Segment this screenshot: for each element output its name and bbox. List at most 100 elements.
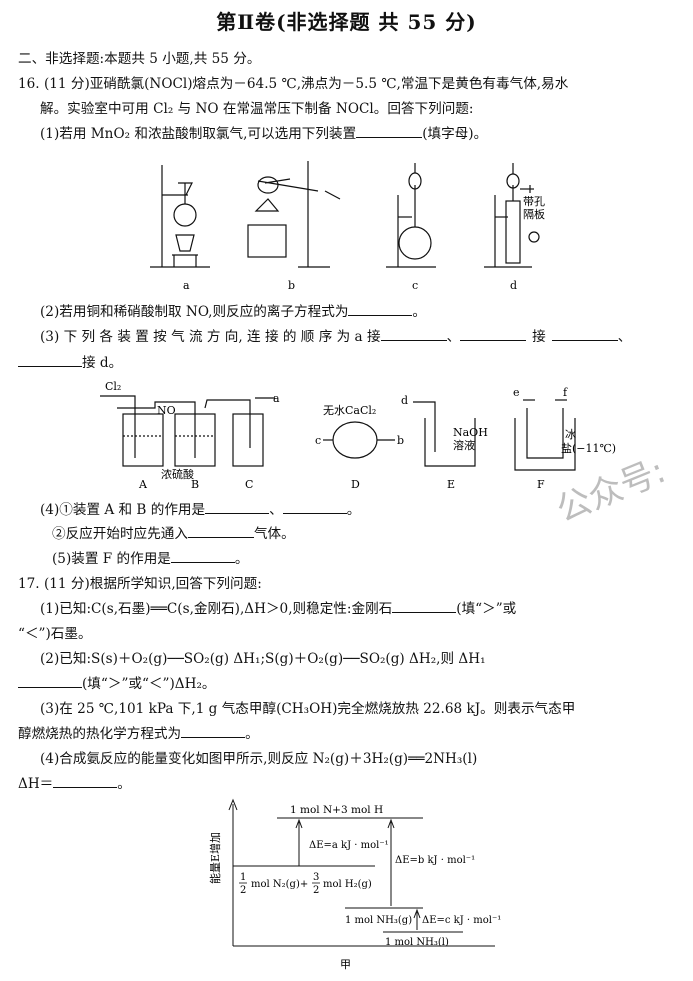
q16-part4-sep: 、 xyxy=(269,502,283,518)
q16-part3-sep2: 接 xyxy=(532,329,546,345)
label-d2: d xyxy=(401,394,408,407)
label-naoh: NaOH xyxy=(453,426,488,439)
q16-part3-end: 接 d。 xyxy=(82,355,123,371)
q16-part3-text: (3) 下 列 各 装 置 按 气 流 方 向, 连 接 的 顺 序 为 a 接 xyxy=(40,329,381,345)
q17-part1-text: (1)已知:C(s,石墨)══C(s,金刚石),ΔH＞0,则稳定性:金刚石 xyxy=(40,601,393,617)
q16-part1-text: (1)若用 MnO₂ 和浓盐酸制取氯气,可以选用下列装置 xyxy=(40,126,357,142)
answer-blank[interactable] xyxy=(356,137,423,138)
label-E: E xyxy=(447,478,455,490)
q16-part2-end: 。 xyxy=(412,304,427,320)
label-b: b xyxy=(288,279,295,292)
label-d: d xyxy=(510,279,517,292)
frac-half-num: 1 xyxy=(240,872,246,883)
q16-part5: (5)装置 F 的作用是 。 xyxy=(52,550,249,568)
label-ice: 冰 xyxy=(565,428,576,441)
answer-blank[interactable] xyxy=(282,513,347,514)
q16-line2: 解。实验室中可用 Cl₂ 与 NO 在常温常压下制备 NOCl。回答下列问题: xyxy=(40,101,474,117)
q17-part1-end: (填“＞”或 xyxy=(456,601,517,617)
energy-diagram: 能量E增加 1 mol N+3 mol H ΔE=a kJ · mol⁻¹ ΔE… xyxy=(208,798,501,971)
q16-part5-end: 。 xyxy=(234,551,249,567)
q17-part3-text: 醇燃烧热的热化学方程式为 xyxy=(18,726,182,742)
q17-part4-cont: ΔH＝ 。 xyxy=(18,775,131,793)
q17-line1: 17. (11 分)根据所学知识,回答下列问题: xyxy=(18,576,262,592)
label-c: c xyxy=(412,279,418,292)
diagram-ylabel: 能量E增加 xyxy=(208,832,222,884)
delta-a: ΔE=a kJ · mol⁻¹ xyxy=(309,840,389,851)
q17-part4-end: 。 xyxy=(117,776,131,792)
label-a: a xyxy=(183,279,190,292)
label-out-a: a xyxy=(273,392,280,405)
level-mid: mol N₂(g)+ xyxy=(251,879,308,890)
q16-part4b-text: ②反应开始时应先通入 xyxy=(52,526,188,542)
label-salt: 盐(−11℃) xyxy=(561,442,616,455)
answer-blank[interactable] xyxy=(181,737,246,738)
label-acid: 浓硫酸 xyxy=(161,467,194,481)
delta-c: ΔE=c kJ · mol⁻¹ xyxy=(422,915,501,926)
answer-blank[interactable] xyxy=(392,612,457,613)
label-plate: 隔板 xyxy=(523,207,545,221)
level-top: 1 mol N+3 mol H xyxy=(290,804,383,816)
q16-part3: (3) 下 列 各 装 置 按 气 流 方 向, 连 接 的 顺 序 为 a 接… xyxy=(40,328,631,346)
label-c2: c xyxy=(315,434,321,447)
answer-blank[interactable] xyxy=(205,513,270,514)
q16-part4b-end: 气体。 xyxy=(253,526,295,542)
q17-part3: (3)在 25 ℃,101 kPa 下,1 g 气态甲醇(CH₃OH)完全燃烧放… xyxy=(40,701,576,717)
answer-blank[interactable] xyxy=(18,366,82,367)
q17-part4-text: ΔH＝ xyxy=(18,776,54,792)
label-F: F xyxy=(537,478,545,490)
answer-blank[interactable] xyxy=(18,687,82,688)
q16-part3-cont: 接 d。 xyxy=(18,354,122,372)
frac-three-den: 2 xyxy=(313,885,319,896)
q17-part1: (1)已知:C(s,石墨)══C(s,金刚石),ΔH＞0,则稳定性:金刚石 (填“… xyxy=(40,600,516,618)
q17-part3-cont: 醇燃烧热的热化学方程式为 。 xyxy=(18,725,259,743)
label-B: B xyxy=(191,478,199,490)
q16-part2: (2)若用铜和稀硝酸制取 NO,则反应的离子方程式为 。 xyxy=(40,303,426,321)
q16-part4: (4)①装置 A 和 B 的作用是 、 。 xyxy=(40,501,360,519)
section-heading: 二、非选择题:本题共 5 小题,共 55 分。 xyxy=(18,51,261,67)
q17-part2-cont: (填“＞”或“＜”)ΔH₂。 xyxy=(18,675,216,693)
answer-blank[interactable] xyxy=(460,340,527,341)
level-nh3g: 1 mol NH₃(g) xyxy=(345,915,412,926)
q16-part4b: ②反应开始时应先通入 气体。 xyxy=(52,525,295,543)
q17-part2-end: (填“＞”或“＜”)ΔH₂。 xyxy=(82,676,216,692)
q16-part3-sep1: 、 xyxy=(446,329,461,345)
q16-part5-text: (5)装置 F 的作用是 xyxy=(52,551,171,567)
label-b2: b xyxy=(397,434,404,447)
label-sol: 溶液 xyxy=(453,438,475,452)
label-e: e xyxy=(513,386,520,399)
q16-part1: (1)若用 MnO₂ 和浓盐酸制取氯气,可以选用下列装置 (填字母)。 xyxy=(40,125,487,143)
q17-part4: (4)合成氨反应的能量变化如图甲所示,则反应 N₂(g)＋3H₂(g)══2NH… xyxy=(40,751,478,767)
label-D: D xyxy=(351,478,360,490)
label-A: A xyxy=(138,478,148,490)
label-C: C xyxy=(245,478,253,490)
apparatus-figure-abcd: a b c d 带孔 隔板 xyxy=(150,161,545,292)
q16-part2-text: (2)若用铜和稀硝酸制取 NO,则反应的离子方程式为 xyxy=(40,304,349,320)
answer-blank[interactable] xyxy=(53,787,118,788)
q16-part1-end: (填字母)。 xyxy=(422,126,488,142)
diagram-caption: 甲 xyxy=(340,958,351,971)
q17-part1-cont: “＜”)石墨。 xyxy=(18,626,92,642)
q17-part3-end: 。 xyxy=(245,726,259,742)
frac-half-den: 2 xyxy=(240,885,246,896)
label-hole: 带孔 xyxy=(523,195,545,208)
label-cacl2: 无水CaCl₂ xyxy=(323,404,376,417)
q16-line1: 16. (11 分)亚硝酰氯(NOCl)熔点为－64.5 ℃,沸点为－5.5 ℃… xyxy=(18,76,569,92)
answer-blank[interactable] xyxy=(187,537,254,538)
level-mid2: mol H₂(g) xyxy=(323,879,372,890)
level-nh3l: 1 mol NH₃(l) xyxy=(385,937,449,948)
label-cl2: Cl₂ xyxy=(105,380,121,393)
answer-blank[interactable] xyxy=(170,562,235,563)
answer-blank[interactable] xyxy=(380,340,447,341)
label-f: f xyxy=(563,386,568,399)
apparatus-figure-AF: Cl₂ NO a 浓硫酸 A B C 无水CaCl₂ c b D d NaOH … xyxy=(100,380,616,490)
answer-blank[interactable] xyxy=(348,315,413,316)
q17-part2: (2)已知:S(s)＋O₂(g)──SO₂(g) ΔH₁;S(g)＋O₂(g)─… xyxy=(40,651,486,667)
answer-blank[interactable] xyxy=(551,340,618,341)
label-no: NO xyxy=(157,404,176,417)
paper-title: 第Ⅱ卷(非选择题 共 55 分) xyxy=(216,10,477,34)
q16-part4-text: (4)①装置 A 和 B 的作用是 xyxy=(40,502,206,518)
q16-part4-end: 。 xyxy=(346,502,361,518)
q16-part3-sep3: 、 xyxy=(617,329,632,345)
frac-three-num: 3 xyxy=(313,872,319,883)
delta-b: ΔE=b kJ · mol⁻¹ xyxy=(395,855,475,866)
